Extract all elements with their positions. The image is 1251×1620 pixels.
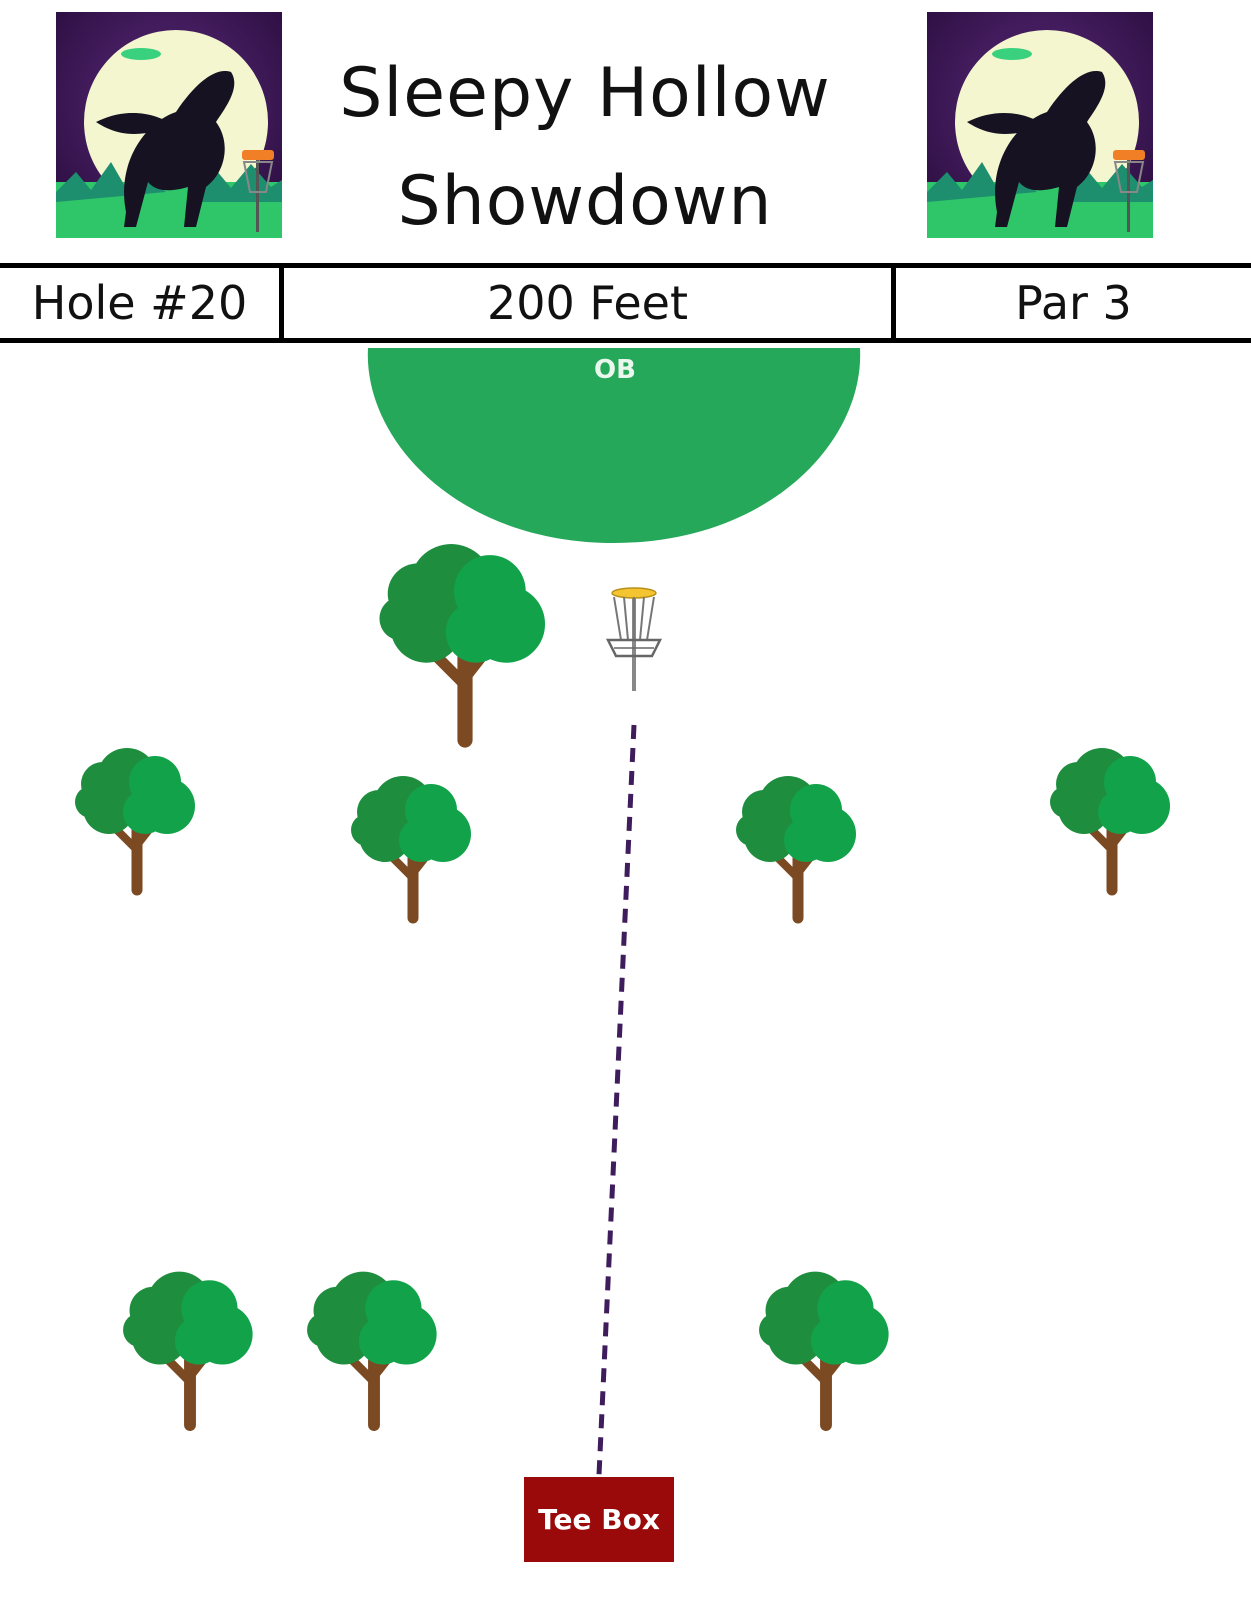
tree-icon: [307, 1272, 437, 1425]
hole-number: Hole #20: [31, 276, 248, 330]
tree-icon: [736, 776, 856, 918]
event-logo-left: [56, 12, 282, 238]
divider: [279, 268, 284, 338]
ob-zone: [367, 348, 861, 543]
tree-icon: [351, 776, 471, 918]
headless-horseman-logo-icon: [56, 12, 282, 238]
tree-icon: [759, 1272, 889, 1425]
page-title: Sleepy Hollow Showdown: [300, 40, 870, 256]
title-line-2: Showdown: [397, 162, 773, 241]
event-logo-right: [927, 12, 1153, 238]
tree-icon: [1050, 748, 1170, 890]
divider: [891, 268, 896, 338]
hole-distance: 200 Feet: [486, 276, 688, 330]
tee-box: Tee Box: [524, 1477, 674, 1562]
tree-icon: [123, 1272, 253, 1425]
tree-icon: [379, 544, 545, 740]
title-line-1: Sleepy Hollow: [339, 54, 831, 133]
tree-icon: [75, 748, 195, 890]
ob-label: OB: [594, 355, 636, 385]
flight-path: [596, 724, 637, 1476]
disc-golf-basket-icon: [605, 587, 663, 691]
hole-info-bar: Hole #20 200 Feet Par 3: [0, 263, 1251, 343]
headless-horseman-logo-icon: [927, 12, 1153, 238]
hole-par: Par 3: [1015, 276, 1132, 330]
